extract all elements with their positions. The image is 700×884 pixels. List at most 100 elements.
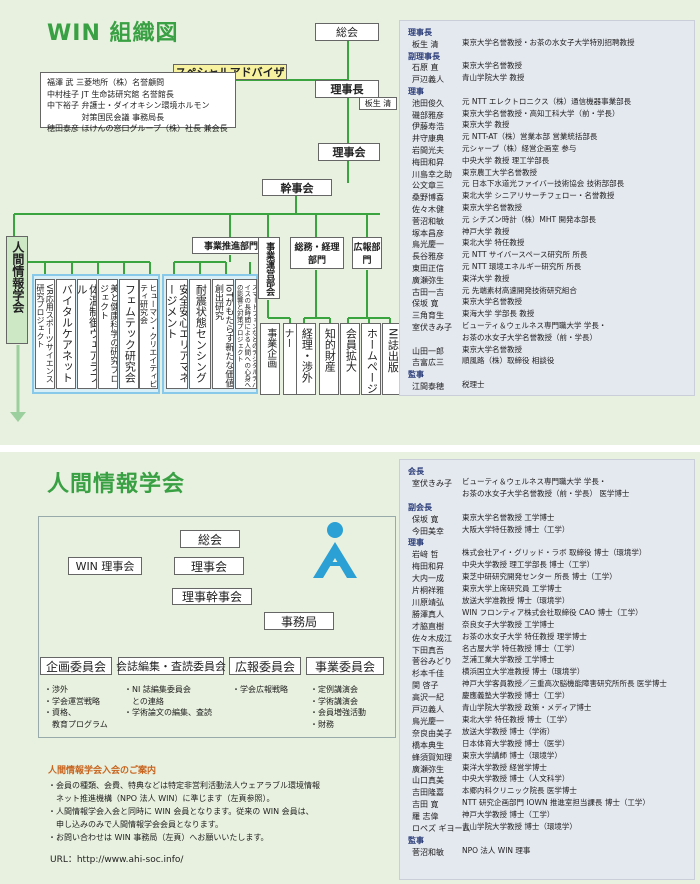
roster-affiliation: 順風路（株）取締役 相談役	[462, 356, 555, 366]
roster-affiliation: 東北大学 特任教授 博士（工学）	[462, 714, 572, 724]
roster-name: 伊藤寿浩	[412, 122, 444, 132]
roster-affiliation: 東北大学 シニアリサーチフェロー・名誉教授	[462, 191, 615, 201]
roster-affiliation: 東京大学名誉教授	[462, 297, 522, 307]
win-board-box: WIN 理事会	[68, 557, 142, 575]
roster-section-label: 理事	[408, 538, 424, 548]
admin-accounting-dept: 総務・経理部門	[290, 237, 344, 269]
roster-name: 岩﨑 哲	[412, 550, 439, 560]
roster-affiliation: 青山学院大学教授 博士（環境学）	[462, 822, 577, 831]
roster-name: 戸辺義人	[412, 75, 444, 85]
roster-name: 梅田和昇	[412, 157, 444, 167]
guide-line: ・お問い合わせは WIN 事務局（左頁）へお願いいたします。	[48, 833, 269, 842]
roster-name: 山口真美	[412, 776, 444, 786]
committee-planning-items: ・渉外 ・学会運営戦略 ・資格、 教育プログラム	[44, 684, 108, 730]
roster-affiliation: 株式会社アイ・グリッド・ラボ 取締役 博士（環境学）	[462, 548, 647, 558]
advisor-item: 中下裕子 弁護士・ダイオキシン環境ホルモン	[47, 101, 210, 110]
advisor-item: 対策国民会議 事務局長	[47, 112, 165, 122]
executive-committee-box: 幹事会	[262, 179, 332, 196]
ahi-url[interactable]: URL：http://www.ahi-soc.info/	[50, 855, 184, 865]
roster-affiliation: 中央大学 教授 理工学部長	[462, 155, 550, 165]
committee-pr-items: ・学会広報戦略	[232, 684, 288, 696]
roster-affiliation: お茶の水女子大学 特任教授 理学博士	[462, 631, 587, 641]
committee-item: ・NI 誌編集委員会	[124, 685, 191, 694]
roster-affiliation: 中央大学教授 理工学部長 博士（工学）	[462, 560, 595, 570]
project-item: IoTがもたらす新たな価値創出研究	[212, 279, 234, 389]
roster-name: 佐々木健	[412, 205, 444, 214]
committee-business: 事業委員会	[306, 657, 384, 675]
ahi-general-assembly-box: 総会	[180, 530, 240, 548]
pr-unit: NI誌出版	[382, 323, 402, 395]
ahi-officer-roster: 会長室伏きみ子ビューティ＆ウェルネス専門職大学 学長・お茶の水女子大学名誉教授（…	[399, 459, 695, 880]
roster-name: 東田正信	[412, 264, 444, 273]
guide-line: 申し込みのみで人間情報学会会員となります。	[48, 820, 223, 829]
project-item: 美と健康科学の研究プロジェクト	[98, 279, 118, 389]
roster-section-label: 理事	[408, 87, 424, 96]
roster-affiliation: 元 NTT エレクトロニクス（株）通信機器事業部長	[462, 96, 632, 106]
committee-business-items: ・定例講演会 ・学術講演会 ・会員増強活動 ・財務	[310, 684, 366, 730]
committee-item: ・学会広報戦略	[232, 685, 288, 694]
ahi-exec-box: 理事幹事会	[172, 588, 252, 605]
guide-line: ネット推進機構（NPO 法人 WIN）に準じます（左頁参照）。	[48, 794, 275, 803]
roster-affiliation: 元 NTT 環境エネルギー研究所 所長	[462, 262, 582, 271]
roster-affiliation: 奈良女子大学教授 工学博士	[462, 619, 555, 629]
roster-name: 鳥光慶一	[412, 716, 444, 726]
person-logo-icon	[313, 522, 357, 578]
roster-name: 菅谷みどり	[412, 657, 452, 667]
roster-name: 関 啓子	[412, 681, 439, 691]
roster-affiliation: 神戸大学教授 博士（工学）	[462, 810, 555, 820]
roster-affiliation: 東洋大学 教授	[462, 273, 510, 283]
roster-affiliation: 放送大学教授 博士（学術）	[462, 726, 555, 736]
roster-name: 戸辺義人	[412, 705, 444, 714]
roster-name: ロペズ ギヨーム	[412, 824, 471, 833]
project-item: 耐震状態センシング	[189, 279, 211, 389]
roster-affiliation: 大阪大学特任教授 博士（工学）	[462, 524, 570, 534]
admin-unit: 経理・渉外	[296, 323, 316, 395]
committee-item: 教育プログラム	[44, 719, 108, 729]
roster-affiliation: お茶の水女子大学名誉教授（前・学長） 医学博士	[462, 488, 630, 498]
roster-section-label: 会長	[408, 467, 424, 476]
roster-affiliation: 東京大学講師 博士（環境学）	[462, 750, 562, 760]
roster-name: 三角育生	[412, 311, 444, 321]
committee-item: との連絡	[124, 696, 164, 706]
roster-name: 古田一吉	[412, 287, 444, 297]
business-operations-dept: 事業運営部会	[258, 237, 280, 299]
committee-item: ・学術論文の編集、査読	[124, 708, 212, 717]
roster-affiliation: 東洋大学教授 経営学博士	[462, 762, 547, 772]
chairman-box: 理事長	[315, 80, 379, 98]
roster-name: 羅 志偉	[412, 812, 439, 822]
roster-name: 吉富広三	[412, 358, 444, 368]
roster-affiliation: 横浜国立大学准教授 博士（環境学）	[462, 667, 585, 677]
roster-affiliation: 東京大学名誉教授・お茶の水女子大学特別招聘教授	[462, 37, 635, 47]
pr-unit: ホームページ	[361, 323, 381, 395]
roster-name: 佐々木成江	[412, 633, 452, 643]
advisor-list: 福澤 武 三菱地所（株）名誉顧問 中村桂子 JT 生命誌研究館 名誉館長 中下裕…	[47, 77, 229, 135]
committee-planning: 企画委員会	[40, 657, 112, 675]
roster-section-label: 監事	[408, 835, 424, 845]
committee-item: ・資格、	[44, 708, 76, 717]
general-assembly-box: 総会	[315, 23, 379, 41]
committee-editorial-items: ・NI 誌編集委員会 との連絡 ・学術論文の編集、査読	[124, 684, 212, 719]
roster-affiliation: NTT 研究企画部門 IOWN 推進室担当課長 博士（工学）	[462, 798, 650, 808]
roster-name: 杉本千佳	[412, 669, 444, 679]
advisor-item: 中村桂子 JT 生命誌研究館 名誉館長	[47, 89, 174, 99]
roster-affiliation: 放送大学准教授 博士（環境学）	[462, 595, 570, 605]
roster-affiliation: 東京大学名誉教授	[462, 61, 522, 71]
roster-affiliation: 東海大学 学部長 教授	[462, 309, 535, 319]
roster-name: 奈良由美子	[412, 728, 452, 738]
project-item: 体温制御ウェアラブル	[77, 279, 97, 389]
roster-name: 室伏きみ子	[412, 323, 452, 332]
committee-item: ・渉外	[44, 685, 68, 694]
roster-affiliation: 税理士	[462, 380, 485, 389]
project-item: スマートフォンなどのデジタルデバイスの長時間による人間への心身への影響と対策プロ…	[235, 279, 257, 389]
roster-affiliation: ビューティ＆ウェルネス専門職大学 学長・	[462, 321, 607, 330]
roster-section-label: 監事	[408, 370, 424, 380]
roster-name: 板生 清	[412, 39, 439, 49]
committee-editorial: 会誌編集・査読委員会	[116, 657, 226, 675]
project-item: VR応用スポーツサイエンス研究プロジェクト	[35, 279, 55, 389]
ahi-board-box: 理事会	[174, 557, 244, 575]
roster-name: 井守康典	[412, 134, 444, 144]
roster-affiliation: 東京大学 教授	[462, 120, 510, 130]
roster-affiliation: 芝浦工業大学教授 工学博士	[462, 655, 555, 665]
membership-guide-text: ・会員の種類、会費、特典などは特定非営利活動法人ウェアラブル環境情報 ネット推進…	[48, 779, 320, 844]
roster-affiliation: 慶應義塾大学教授 博士（工学）	[462, 691, 570, 701]
